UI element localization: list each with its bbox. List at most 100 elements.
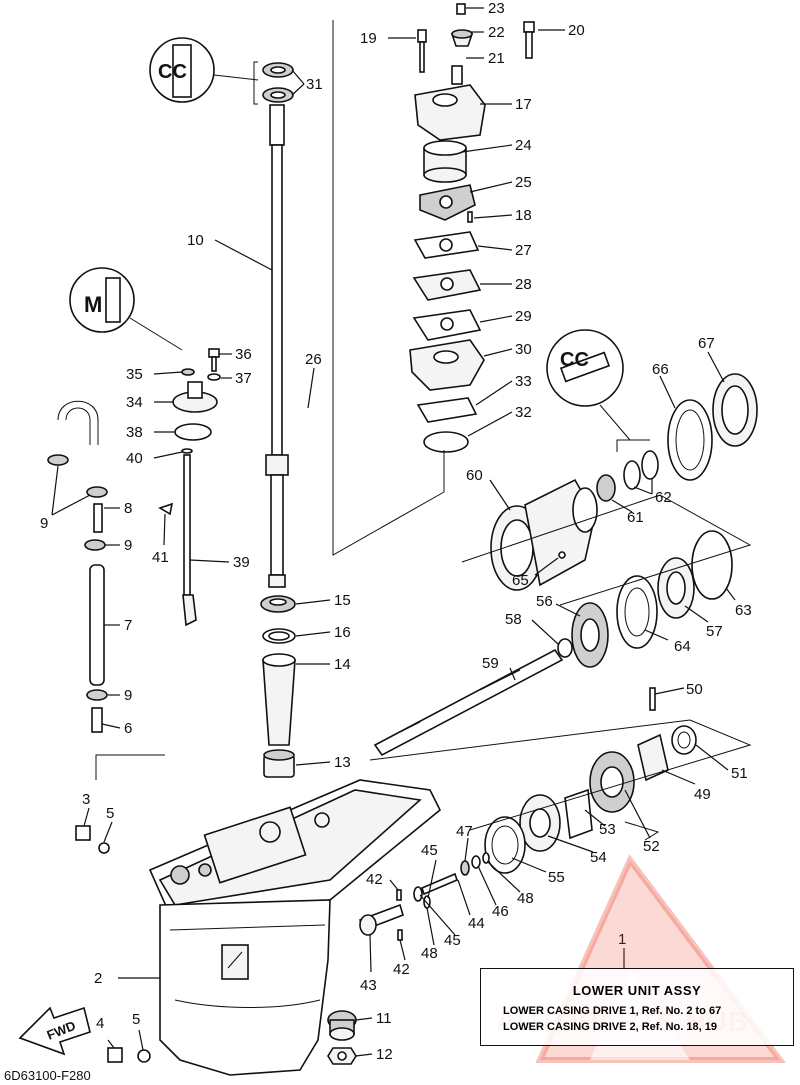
pump-base-30 [409, 339, 485, 391]
spacer-66 [667, 399, 713, 481]
callout-32: 32 [515, 404, 532, 421]
callout-61: 61 [627, 509, 644, 526]
drive-shaft [265, 104, 289, 588]
callout-43: 43 [360, 977, 377, 994]
inset-circle-upper: CC [149, 37, 259, 103]
parts-info-box: LOWER UNIT ASSY LOWER CASING DRIVE 1, Re… [480, 968, 794, 1046]
o-ring-32 [423, 431, 469, 453]
callout-55: 55 [548, 869, 565, 886]
callout-37: 37 [235, 370, 252, 387]
callout-42b: 42 [393, 961, 410, 978]
info-row: LOWER CASING DRIVE 2, Ref. No. 18, 19 [503, 1021, 717, 1033]
ring-58 [557, 638, 573, 658]
info-row: LOWER CASING DRIVE 1, Ref. No. 2 to 67 [503, 1005, 722, 1017]
callout-48a: 48 [421, 945, 438, 962]
callout-45b: 45 [444, 932, 461, 949]
callout-16: 16 [334, 624, 351, 641]
shim-16 [262, 628, 296, 644]
fitting-6 [91, 707, 103, 733]
clip-35-bolt-36-washer-37 [181, 348, 221, 381]
seals-62 [623, 450, 659, 490]
fitting-8 [93, 503, 103, 533]
callout-34: 34 [126, 394, 143, 411]
clip-41 [158, 502, 174, 516]
callout-66: 66 [652, 361, 669, 378]
propeller-shaft-59 [373, 648, 564, 757]
sleeve-14 [262, 653, 296, 746]
callout-41: 41 [152, 549, 169, 566]
bearing-61 [596, 474, 616, 502]
callout-63: 63 [735, 602, 752, 619]
callout-2: 2 [94, 970, 102, 987]
shift-rod-cover-34 [172, 381, 218, 413]
bolt-20 [523, 21, 535, 59]
callout-40: 40 [126, 450, 143, 467]
grommet-22-screw-23 [450, 3, 474, 47]
callout-38: 38 [126, 424, 143, 441]
nut-12 [327, 1047, 357, 1065]
callout-19: 19 [360, 30, 377, 47]
callout-25: 25 [515, 174, 532, 191]
callout-17: 17 [515, 96, 532, 113]
callout-35: 35 [126, 366, 143, 383]
fwd-arrow: FWD [18, 1006, 91, 1056]
callout-6: 6 [124, 720, 132, 737]
callout-52: 52 [643, 838, 660, 855]
forward-gear-52-53 [564, 751, 635, 840]
pin-44-washers-45-48 [413, 852, 490, 909]
water-tube-7 [89, 564, 105, 686]
callout-14: 14 [334, 656, 351, 673]
callout-8: 8 [124, 500, 132, 517]
bearing-15 [260, 595, 296, 613]
callout-57: 57 [706, 623, 723, 640]
callout-59: 59 [482, 655, 499, 672]
callout-42a: 42 [366, 871, 383, 888]
callout-23: 23 [488, 0, 505, 17]
callout-1: 1 [618, 931, 626, 948]
callout-64: 64 [674, 638, 691, 655]
bearing-housing-60 [490, 478, 598, 591]
ring-65 [558, 551, 566, 559]
info-box-title: LOWER UNIT ASSY [572, 983, 702, 998]
callout-48b: 48 [517, 890, 534, 907]
callout-39: 39 [233, 554, 250, 571]
pin-18 [467, 211, 473, 223]
callout-53: 53 [599, 821, 616, 838]
gasket-27 [413, 231, 480, 259]
callout-22: 22 [488, 24, 505, 41]
callout-4: 4 [96, 1015, 104, 1032]
callout-30: 30 [515, 341, 532, 358]
callout-54: 54 [590, 849, 607, 866]
callout-13: 13 [334, 754, 351, 771]
callout-20: 20 [568, 22, 585, 39]
clutch-49 [637, 733, 669, 782]
svg-text:M: M [84, 292, 102, 317]
bolt-19 [417, 29, 427, 73]
impeller-25 [419, 184, 476, 221]
o-ring-40 [181, 448, 193, 454]
callout-60: 60 [466, 467, 483, 484]
callout-51: 51 [731, 765, 748, 782]
callout-46: 46 [492, 903, 509, 920]
spring-51 [671, 725, 697, 755]
callout-50: 50 [686, 681, 703, 698]
callout-5b: 5 [132, 1011, 140, 1028]
plunger-43 [358, 903, 404, 936]
bearing-54 [519, 794, 561, 852]
callout-9b: 9 [124, 537, 132, 554]
callout-3: 3 [82, 791, 90, 808]
inset-circle-left: M [69, 267, 183, 351]
inset-circle-right: CC [546, 329, 631, 441]
insert-24 [423, 140, 467, 183]
callout-31: 31 [306, 76, 323, 93]
plate-28 [412, 269, 482, 301]
callout-56: 56 [536, 593, 553, 610]
callout-58: 58 [505, 611, 522, 628]
svg-text:CC: CC [158, 61, 187, 83]
gasket-29 [412, 309, 482, 341]
o-ring-38 [174, 423, 212, 441]
callout-28: 28 [515, 276, 532, 293]
callout-15: 15 [334, 592, 351, 609]
bolt-4-washer-5 [107, 1047, 151, 1063]
shim-64 [616, 575, 658, 649]
